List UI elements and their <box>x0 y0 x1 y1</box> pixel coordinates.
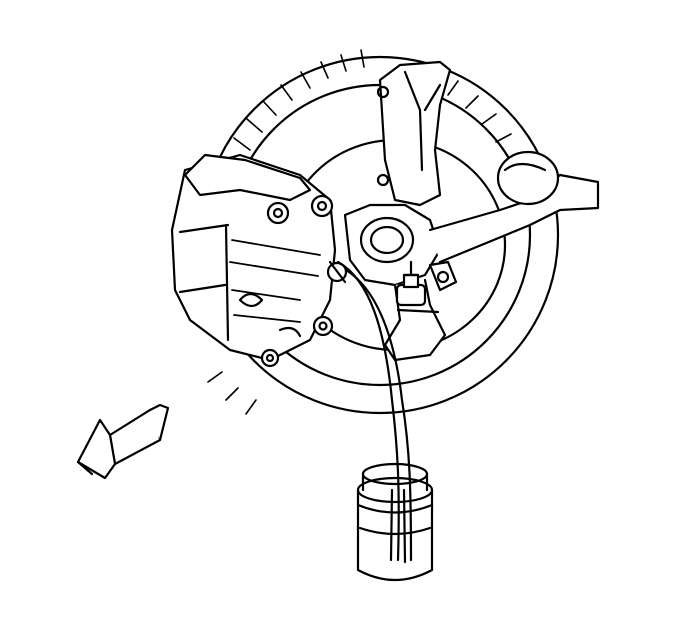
direction-arrow-icon <box>76 403 170 480</box>
jar-body <box>356 488 434 581</box>
caliper-upper-block <box>183 153 312 202</box>
caliper-body <box>170 153 337 362</box>
tie-rod <box>428 150 600 264</box>
steering-knuckle <box>343 60 458 362</box>
bleeder-assembly <box>326 260 434 581</box>
tie-rod-end-boot <box>496 150 560 206</box>
arrow-head <box>76 418 117 480</box>
rotor-cooling-vanes <box>207 49 512 415</box>
brake-caliper <box>170 153 337 368</box>
arrow-shaft <box>108 408 162 466</box>
hub-plate <box>343 203 442 287</box>
hub-bore <box>359 216 415 264</box>
catch-jar <box>356 462 434 581</box>
caliper-bolts <box>260 194 334 368</box>
tie-rod-shaft <box>428 173 600 264</box>
ball-joint <box>395 260 427 307</box>
jar-fluid-level <box>358 526 432 536</box>
caliper-ribs <box>229 239 321 323</box>
